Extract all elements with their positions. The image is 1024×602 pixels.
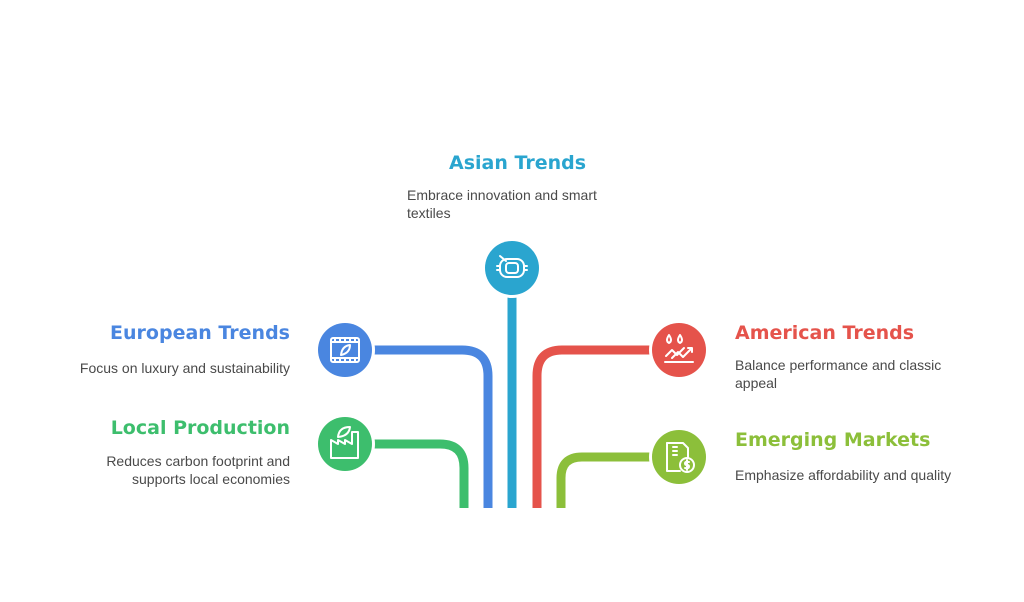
emerging-description: Emphasize affordability and quality [735, 467, 952, 483]
emerging-title: Emerging Markets [735, 429, 931, 451]
american-node-icon [649, 320, 709, 380]
american-title: American Trends [735, 322, 915, 344]
smart-textile-icon [496, 255, 528, 278]
emerging-node-icon [649, 427, 709, 487]
european-title: European Trends [110, 322, 290, 344]
performance-drops-icon [664, 334, 694, 363]
european-node-icon [315, 320, 375, 380]
local-title: Local Production [110, 417, 290, 439]
asian-node-icon [482, 238, 542, 298]
connector-american [532, 345, 652, 508]
local-description: Reduces carbon footprint and supports lo… [106, 453, 290, 487]
connector-european [372, 345, 493, 508]
connector-emerging [556, 452, 652, 508]
eco-frame-icon [330, 337, 360, 363]
asian-title: Asian Trends [449, 152, 587, 174]
european-description: Focus on luxury and sustainability [79, 360, 290, 376]
american-description: Balance performance and classic appeal [735, 357, 942, 391]
eco-factory-icon [330, 426, 359, 459]
local-node-icon [315, 414, 375, 474]
asian-description: Embrace innovation and smart textiles [407, 187, 597, 221]
price-tag-icon [666, 442, 695, 473]
connector-local [372, 439, 469, 508]
